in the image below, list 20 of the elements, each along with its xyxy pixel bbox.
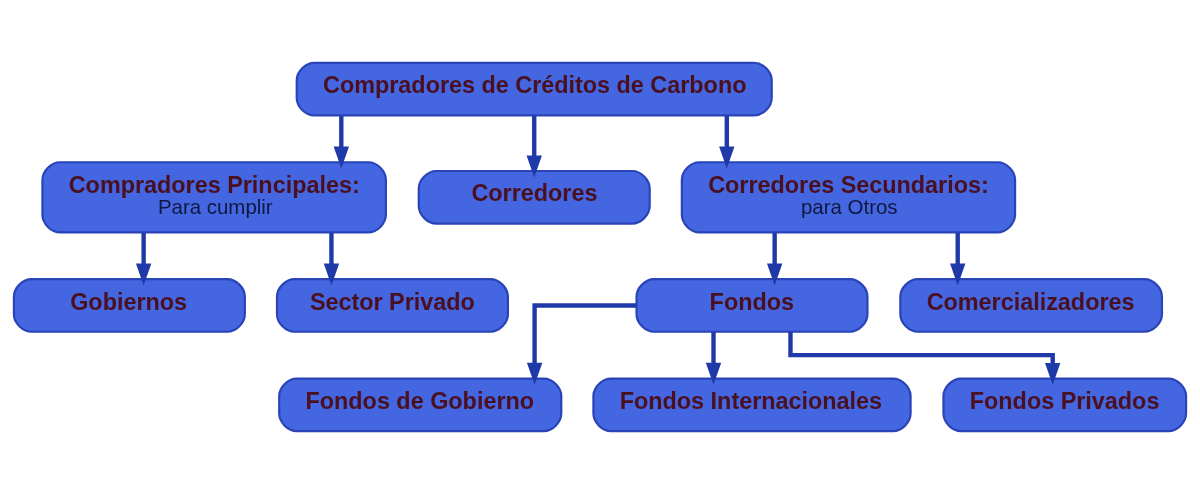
node-box: Corredores Secundarios: para Otros xyxy=(680,161,1017,234)
node-box: Comercializadores xyxy=(899,278,1164,333)
node-box: Compradores Principales: Para cumplir xyxy=(41,161,387,234)
arrow xyxy=(135,232,152,286)
arrow xyxy=(526,303,637,385)
arrow xyxy=(705,332,722,385)
arrow xyxy=(323,232,340,286)
node-box: Compradores de Créditos de Carbono xyxy=(295,61,773,117)
node-box: Sector Privado xyxy=(275,278,509,333)
arrow xyxy=(950,232,966,286)
node-box: Fondos Internacionales xyxy=(592,377,912,433)
arrow xyxy=(719,115,735,169)
node-box: Fondos Privados xyxy=(942,377,1188,433)
arrow xyxy=(766,232,783,286)
node-box: Gobiernos xyxy=(12,278,246,333)
node-box: Fondos xyxy=(635,278,869,333)
node-box: Corredores xyxy=(417,169,651,225)
arrow xyxy=(333,115,349,169)
arrow xyxy=(526,115,542,178)
node-box: Fondos de Gobierno xyxy=(278,377,563,433)
